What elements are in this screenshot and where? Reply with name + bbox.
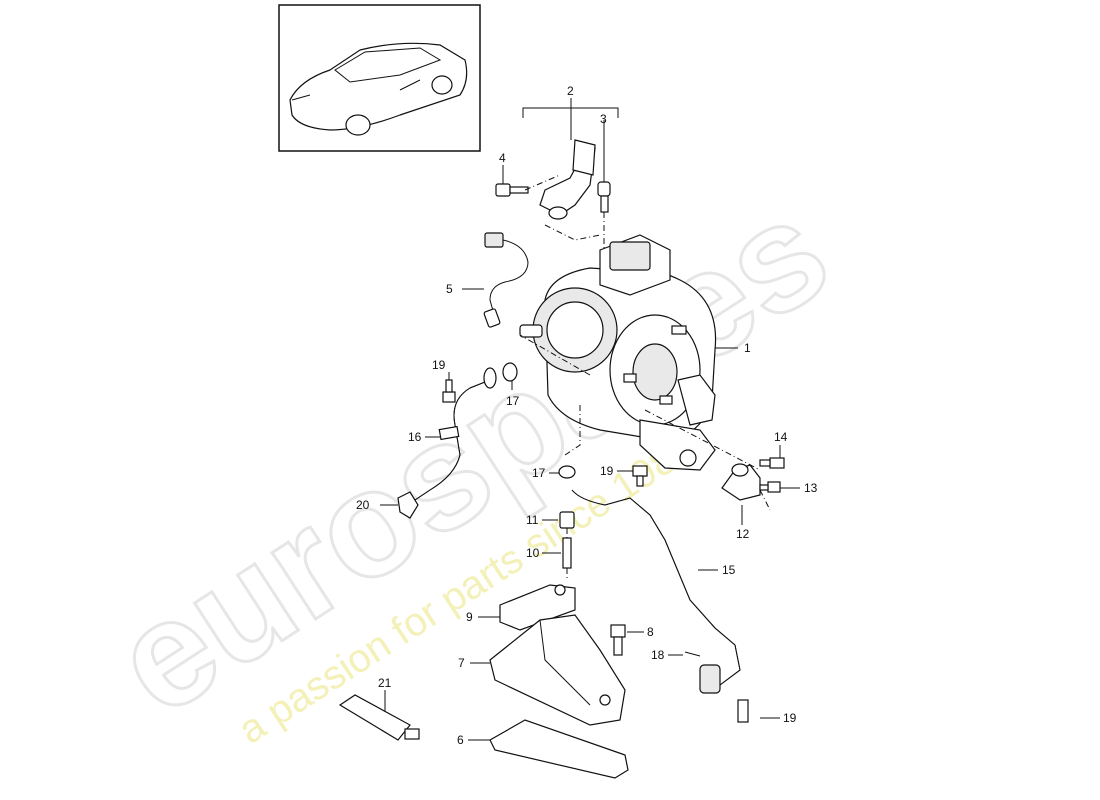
oil-pipe-part [414, 367, 497, 501]
spring-clip-part [684, 651, 701, 657]
callout-5: 5 [446, 282, 453, 296]
sensor-part [483, 232, 529, 328]
bolt-part [610, 624, 626, 656]
callout-12: 12 [736, 527, 750, 541]
callout-6: 6 [457, 733, 464, 747]
sealant-tube-part [338, 694, 420, 741]
callout-2: 2 [567, 84, 574, 98]
callout-7: 7 [458, 656, 465, 670]
bolt-part [759, 481, 781, 493]
callout-9: 9 [466, 610, 473, 624]
wheel-icon [431, 75, 453, 95]
watermark: eurospares a passion for parts since 198… [84, 164, 857, 753]
callout-3: 3 [600, 112, 607, 126]
callout-14: 14 [774, 430, 788, 444]
car-thumbnail [278, 4, 481, 152]
callout-18: 18 [651, 648, 665, 662]
callout-13: 13 [804, 481, 818, 495]
callout-4: 4 [499, 151, 506, 165]
callout-16: 16 [408, 430, 422, 444]
callout-20: 20 [356, 498, 370, 512]
gasket-part [499, 584, 576, 631]
watermark-brand: eurospares [86, 165, 856, 746]
bolt-part [495, 183, 529, 197]
callout-8: 8 [647, 625, 654, 639]
callout-1: 1 [744, 341, 751, 355]
oil-line-part [571, 489, 749, 723]
callout-10: 10 [526, 546, 540, 560]
wheel-icon [345, 114, 371, 136]
callout-17-lower: 17 [532, 466, 546, 480]
washer-part [558, 465, 576, 479]
callout-19-left: 19 [432, 358, 446, 372]
nut-part [559, 511, 575, 529]
callout-21: 21 [378, 676, 392, 690]
turbocharger-part [519, 234, 717, 471]
stud-part [562, 537, 572, 569]
bolt-part [442, 379, 456, 403]
callout-labels: 1 2 3 4 5 6 7 8 9 10 11 12 13 14 15 16 1… [356, 84, 818, 747]
callout-19-bottom: 19 [783, 711, 797, 725]
mount-bracket-part [489, 614, 626, 726]
bracket-part [721, 463, 761, 501]
callout-15: 15 [722, 563, 736, 577]
callout-19-center: 19 [600, 464, 614, 478]
callout-11: 11 [526, 513, 539, 527]
gasket-part [489, 719, 629, 779]
stud-part [759, 457, 785, 469]
callout-17-upper: 17 [506, 394, 520, 408]
clip-part [397, 491, 419, 519]
car-body-icon [289, 42, 468, 131]
stud-part [597, 181, 611, 213]
bracket-part [539, 139, 596, 220]
washer-part [502, 362, 518, 382]
